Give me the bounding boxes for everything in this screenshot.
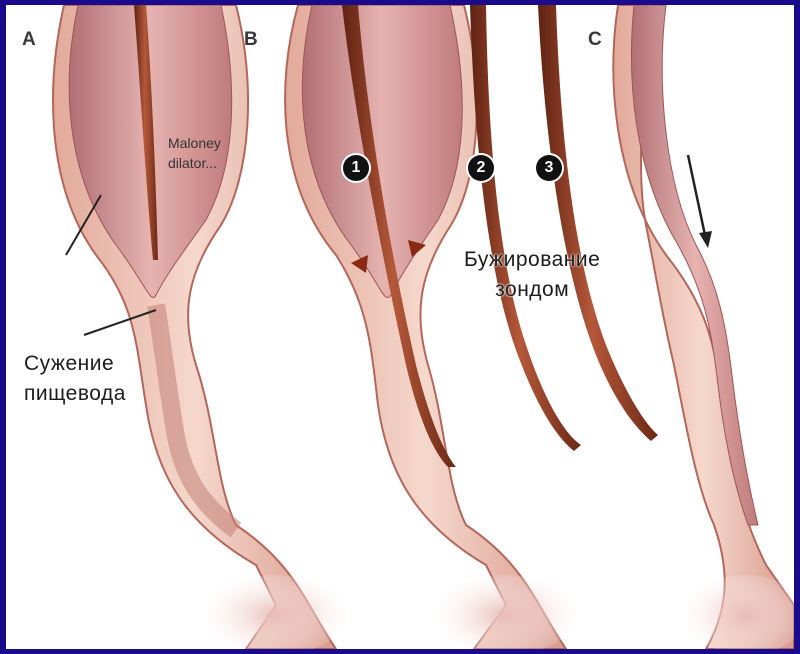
panel-label-c: C [588, 29, 602, 51]
direction-arrow-head-c [699, 231, 712, 248]
step-badge-3: 3 [536, 155, 562, 181]
step-badge-2: 2 [468, 155, 494, 181]
bougie-caption-line2: зондом [464, 275, 600, 305]
direction-arrow-c [688, 155, 706, 240]
esophagus-illustration [6, 5, 794, 649]
illustration-frame: A B C Maloney dilator... Сужение пищевод… [6, 5, 794, 649]
esophagus-c [613, 5, 794, 649]
panel-label-b: B [244, 29, 258, 51]
dilator-annotation: Maloney dilator... [168, 133, 221, 173]
stricture-caption-line1: Сужение [24, 349, 126, 379]
stricture-caption-line2: пищевода [24, 379, 126, 409]
bougie-caption: Бужирование зондом [464, 245, 600, 305]
bougie-caption-line1: Бужирование [464, 245, 600, 275]
dilator-annotation-line2: dilator... [168, 153, 221, 173]
esophagus-b [285, 5, 576, 649]
dilator-annotation-line1: Maloney [168, 133, 221, 153]
panel-label-a: A [22, 29, 36, 51]
stricture-caption: Сужение пищевода [24, 349, 126, 409]
step-badge-1: 1 [343, 155, 369, 181]
